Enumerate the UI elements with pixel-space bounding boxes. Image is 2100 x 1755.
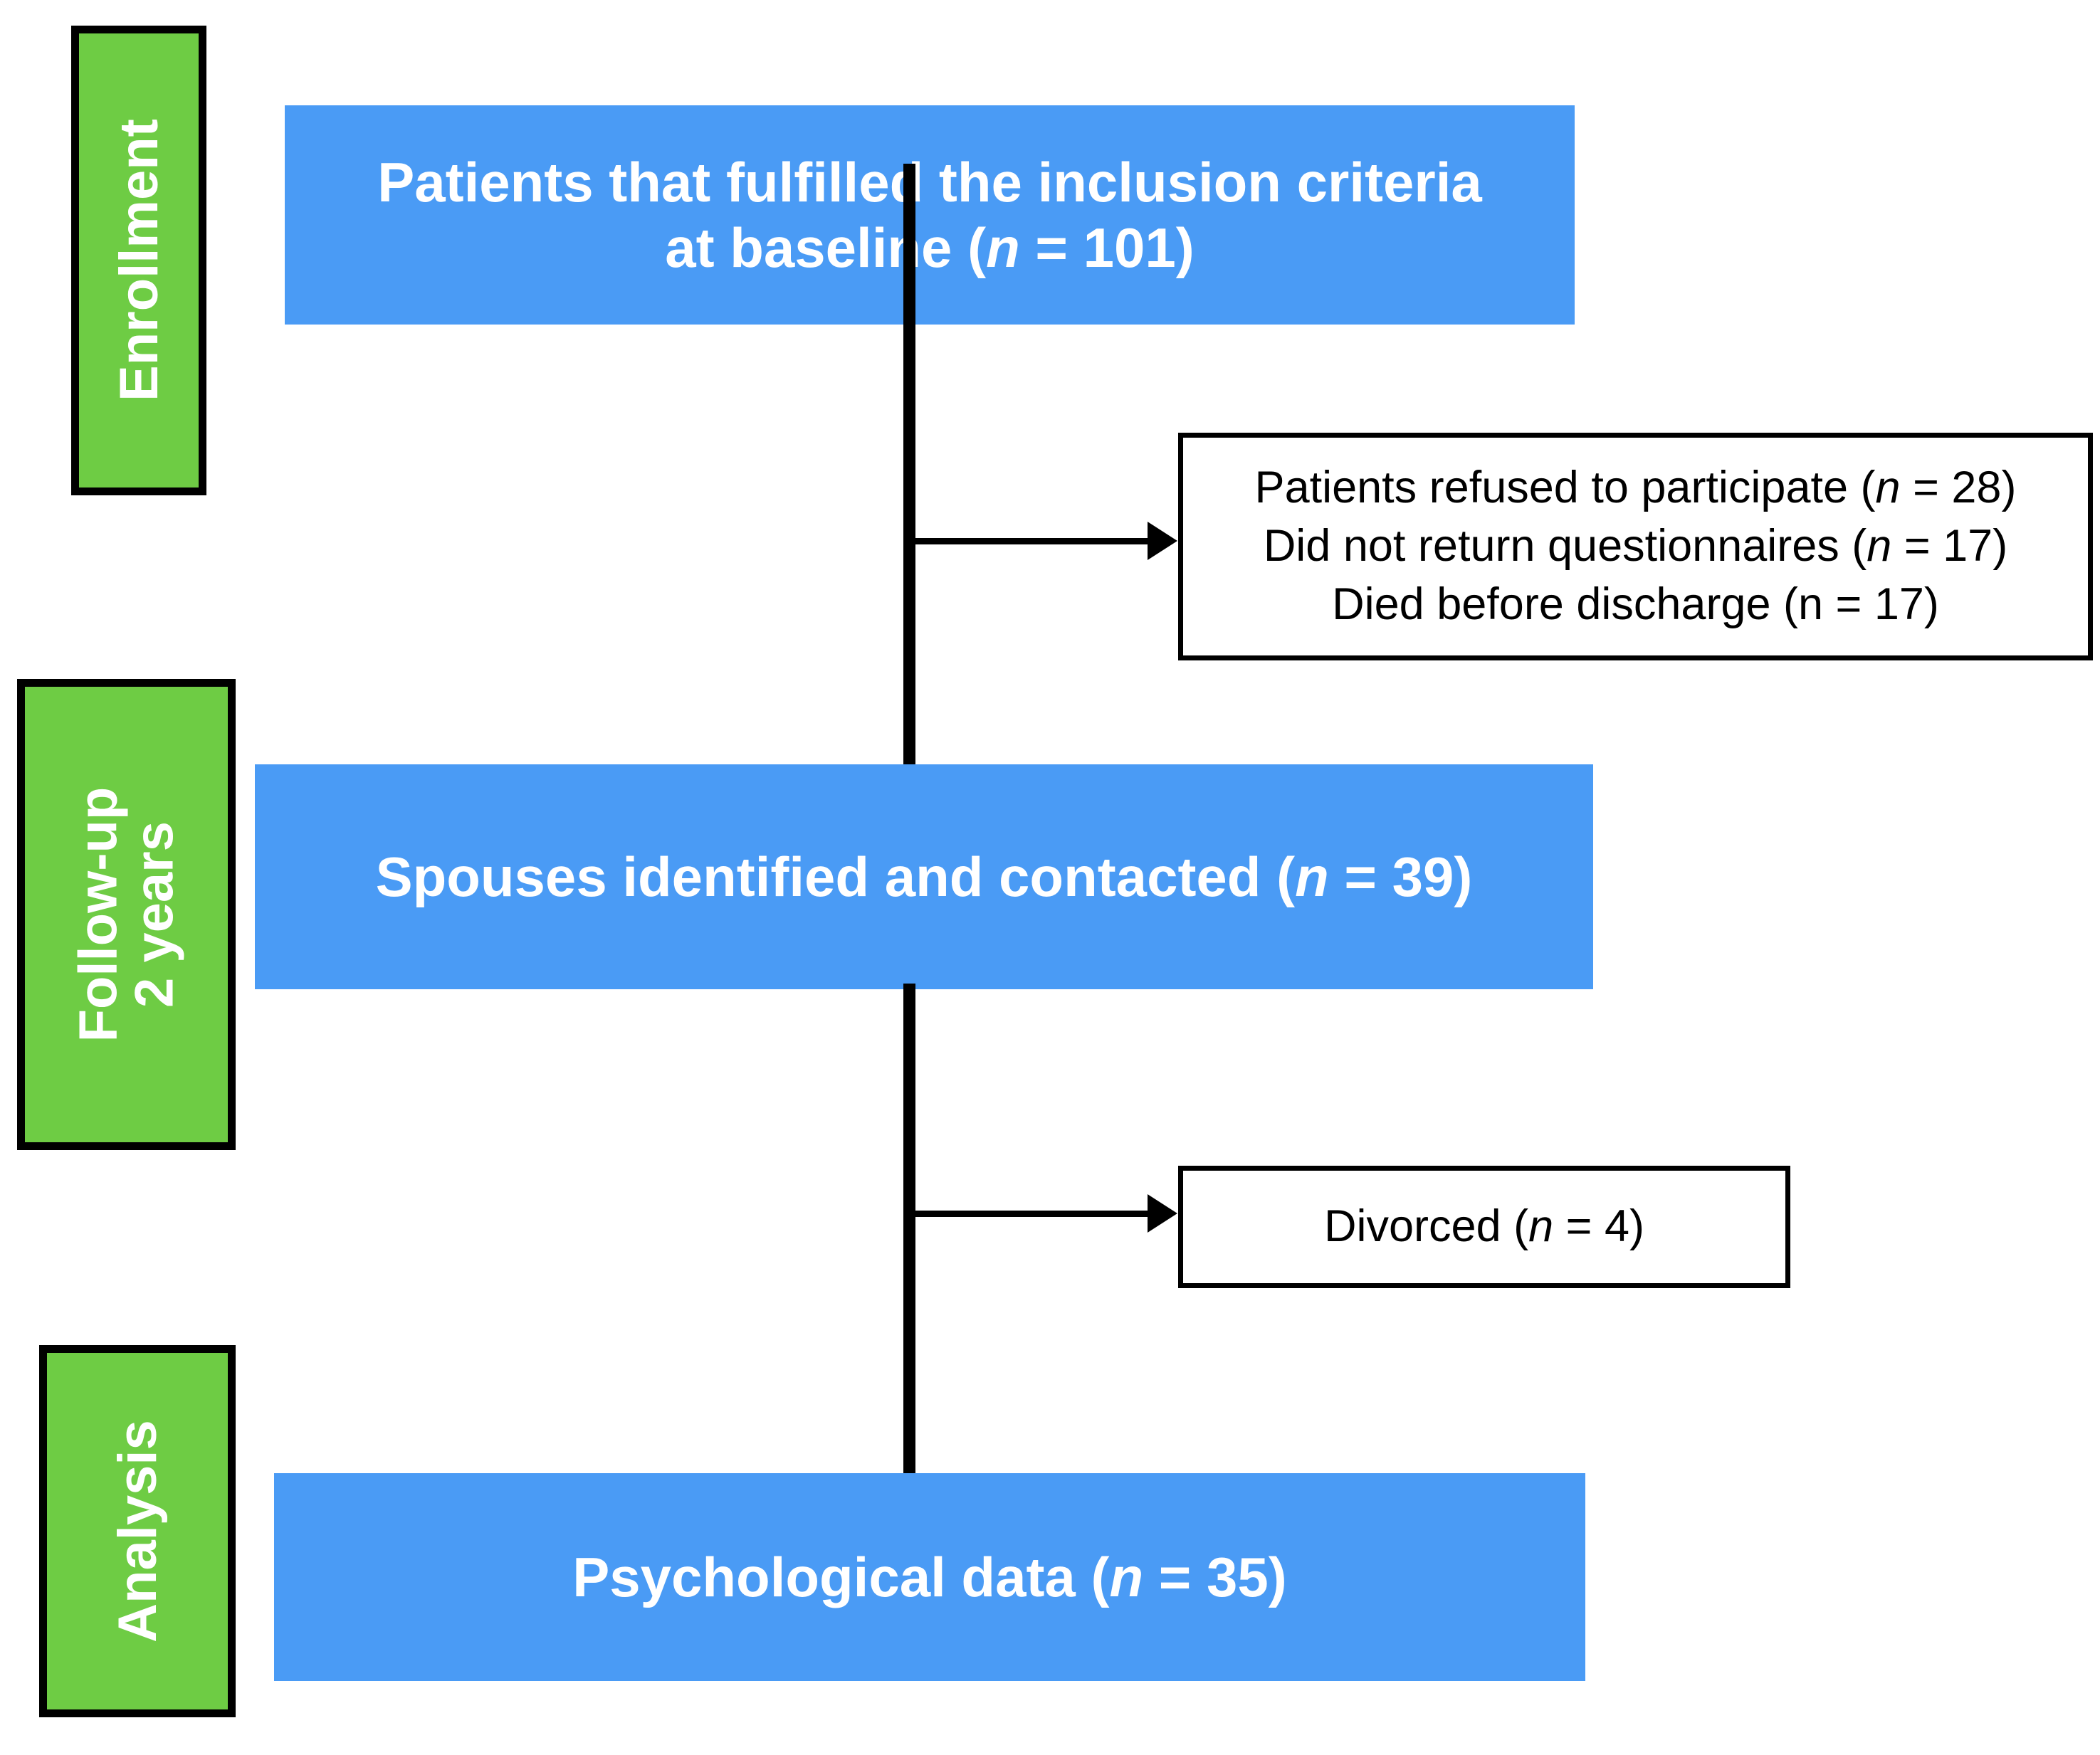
flow-box-baseline-line1: Patients that fulfilled the inclusion cr… [377, 150, 1482, 214]
connector-arrow-line-divorced [915, 1211, 1150, 1217]
connector-trunk-upper [903, 164, 915, 769]
exclusion-line-died-text: Died before discharge (n = 17) [1332, 579, 1939, 629]
flow-box-baseline-n-symbol: n [986, 216, 1020, 279]
flow-box-spouses-n-symbol: n [1295, 845, 1329, 908]
exclusion-line-refused-prefix: Patients refused to participate ( [1254, 463, 1876, 513]
exclusion-line-questionnaires-prefix: Did not return questionnaires ( [1263, 521, 1867, 571]
exclusion-line-divorced: Divorced (n = 4) [1324, 1198, 1644, 1256]
flow-box-spouses-text: Spouses identified and contacted (n = 39… [376, 844, 1473, 910]
exclusion-box-baseline: Patients refused to participate (n = 28)… [1178, 433, 2093, 660]
flow-box-psychological-data: Psychological data (n = 35) [274, 1473, 1585, 1681]
exclusion-line-refused-suffix: = 28) [1900, 463, 2017, 513]
stage-label-followup-line2: 2 years [124, 821, 185, 1008]
flow-box-psychological-suffix: = 35) [1143, 1545, 1287, 1608]
flow-box-spouses-suffix: = 39) [1328, 845, 1473, 908]
flow-box-baseline-line2-prefix: at baseline ( [665, 216, 987, 279]
flow-box-psychological-prefix: Psychological data ( [572, 1545, 1110, 1608]
exclusion-box-divorced: Divorced (n = 4) [1178, 1166, 1790, 1288]
stage-label-followup-text: Follow-up 2 years [68, 786, 185, 1043]
stage-label-analysis-text: Analysis [107, 1420, 168, 1643]
stage-label-followup: Follow-up 2 years [17, 679, 236, 1150]
exclusion-line-divorced-n-symbol: n [1528, 1201, 1554, 1252]
exclusion-line-divorced-suffix: = 4) [1553, 1201, 1644, 1252]
flow-box-baseline-line2-suffix: = 101) [1019, 216, 1195, 279]
exclusion-line-died: Died before discharge (n = 17) [1332, 576, 1939, 634]
connector-arrow-head-exclusions [1148, 522, 1177, 560]
flow-box-baseline: Patients that fulfilled the inclusion cr… [285, 105, 1575, 325]
connector-trunk-lower [903, 984, 915, 1482]
exclusion-line-questionnaires-suffix: = 17) [1891, 521, 2008, 571]
flow-box-spouses-prefix: Spouses identified and contacted ( [375, 845, 1296, 908]
exclusion-line-refused: Patients refused to participate (n = 28) [1255, 459, 2017, 517]
stage-label-enrollment: Enrollment [71, 26, 206, 495]
exclusion-line-questionnaires-n-symbol: n [1867, 521, 1892, 571]
stage-label-analysis: Analysis [39, 1345, 236, 1717]
connector-arrow-head-divorced [1148, 1194, 1177, 1233]
stage-label-enrollment-text: Enrollment [108, 119, 169, 402]
flow-box-baseline-text: Patients that fulfilled the inclusion cr… [377, 149, 1482, 280]
exclusion-line-refused-n-symbol: n [1875, 463, 1901, 513]
exclusion-line-questionnaires: Did not return questionnaires (n = 17) [1264, 517, 2007, 576]
flow-box-psychological-text: Psychological data (n = 35) [572, 1544, 1287, 1610]
exclusion-line-divorced-prefix: Divorced ( [1324, 1201, 1529, 1252]
connector-arrow-line-exclusions [915, 538, 1150, 544]
flow-box-psychological-n-symbol: n [1109, 1545, 1144, 1608]
flow-box-spouses: Spouses identified and contacted (n = 39… [255, 764, 1593, 989]
stage-label-followup-line1: Follow-up [68, 786, 129, 1043]
